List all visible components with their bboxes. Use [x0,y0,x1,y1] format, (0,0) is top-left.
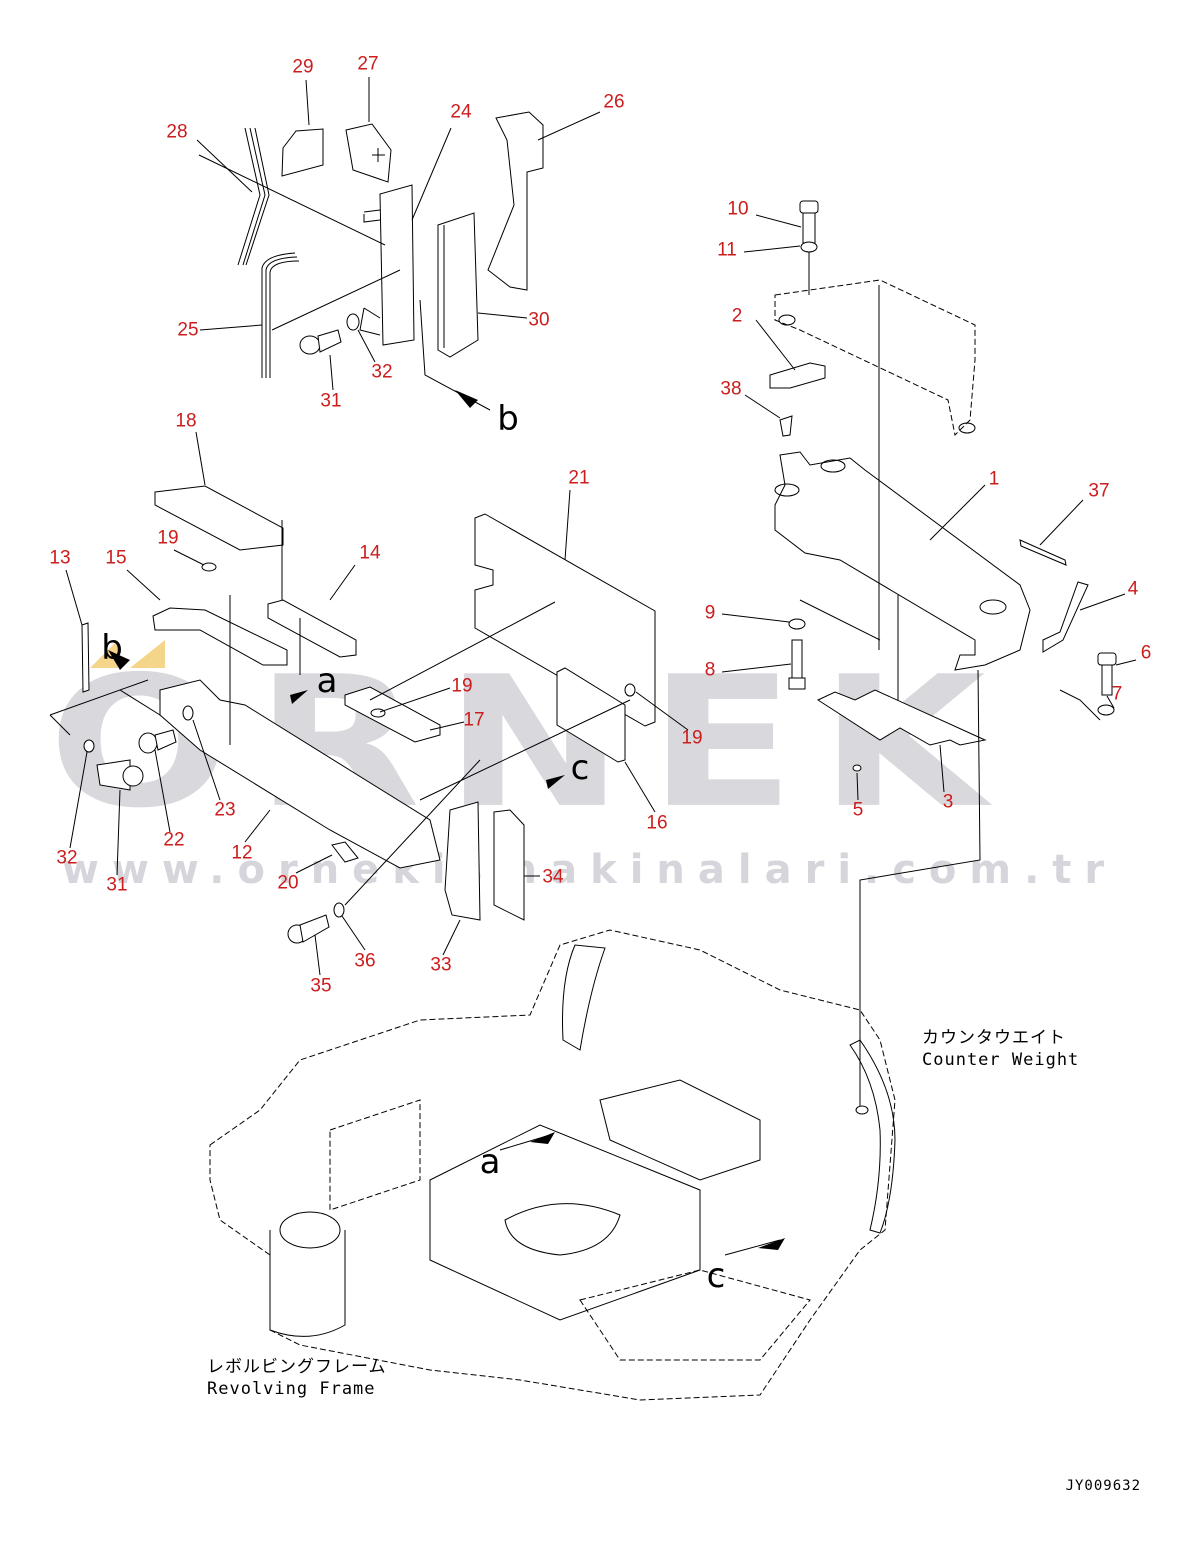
callout-17: 17 [463,709,485,731]
callout-10: 10 [727,198,749,220]
callout-23: 23 [214,799,236,821]
callout-35: 35 [310,975,332,997]
view-ref-a: a [316,661,338,701]
callout-16: 16 [646,812,668,834]
watermark-accent-icon [130,640,165,668]
view-ref-b: b [101,628,123,668]
callout-19: 19 [681,727,703,749]
upper-bracket-group [198,111,544,411]
callout-14: 14 [359,542,381,564]
callout-31: 31 [106,874,128,896]
callout-32: 32 [371,361,393,383]
callout-32: 32 [56,847,78,869]
callout-21: 21 [568,467,590,489]
callout-24: 24 [450,101,472,123]
view-ref-b: b [497,399,519,439]
callout-1: 1 [988,468,1000,490]
callout-4: 4 [1127,578,1139,600]
counterweight-bracket-group [769,200,1117,1110]
callout-leaders [65,77,1137,976]
callout-31: 31 [320,390,342,412]
view-ref-a: a [479,1142,501,1182]
document-id: JY009632 [1065,1478,1141,1494]
callout-11: 11 [717,239,737,261]
callout-2: 2 [731,305,743,327]
revolving-frame [209,929,896,1401]
view-ref-c: c [706,1256,726,1296]
revolving-frame-caption-en: Revolving Frame [207,1379,376,1399]
callout-8: 8 [704,659,716,681]
watermark-accent-icon [90,640,118,668]
callout-6: 6 [1140,642,1152,664]
counter-weight-caption-en: Counter Weight [922,1050,1080,1070]
callout-30: 30 [528,309,550,331]
callout-7: 7 [1111,683,1123,705]
callout-18: 18 [175,410,197,432]
callout-33: 33 [430,954,452,976]
callout-27: 27 [357,53,379,75]
counter-weight-caption: カウンタウエイト Counter Weight [922,1027,1079,1071]
callout-20: 20 [277,872,299,894]
callout-34: 34 [542,866,564,888]
callout-36: 36 [354,950,376,972]
callout-19: 19 [451,675,473,697]
callout-13: 13 [49,547,71,569]
watermark-url: www.orneki̇smakinalari.com.tr [62,847,1118,893]
callout-19: 19 [157,527,179,549]
callout-38: 38 [720,378,742,400]
callout-25: 25 [177,319,199,341]
counter-weight-caption-jp: カウンタウエイト [922,1028,1066,1048]
side-cover-group [49,485,656,944]
view-ref-c: c [570,748,590,788]
callout-9: 9 [704,602,716,624]
callout-37: 37 [1088,480,1110,502]
callout-12: 12 [231,842,253,864]
callout-5: 5 [852,799,864,821]
callout-22: 22 [163,829,185,851]
callout-26: 26 [603,91,625,113]
revolving-frame-caption-jp: レボルビングフレーム [207,1357,387,1377]
revolving-frame-caption: レボルビングフレーム Revolving Frame [207,1356,387,1400]
callout-28: 28 [166,121,188,143]
callout-3: 3 [942,791,954,813]
callout-15: 15 [105,547,127,569]
callout-29: 29 [292,56,314,78]
